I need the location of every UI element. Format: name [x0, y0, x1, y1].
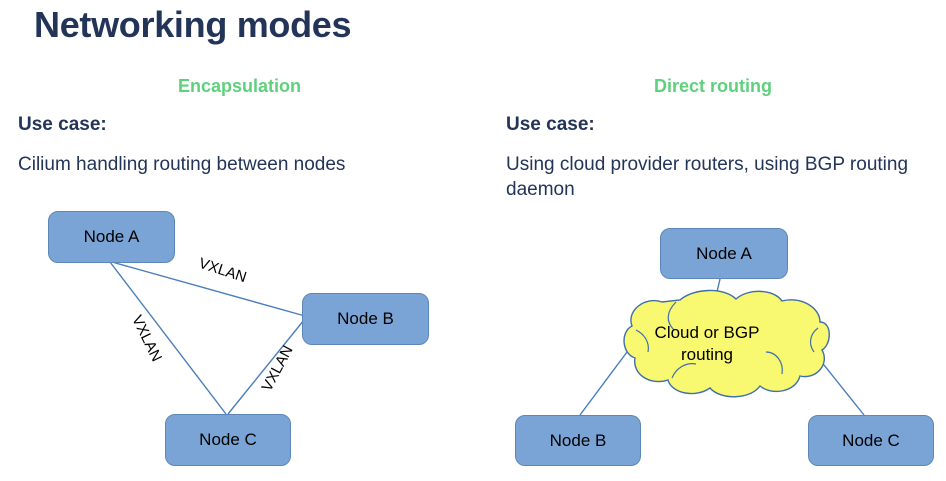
- edge-node-b-cloud: [579, 347, 631, 416]
- page-title: Networking modes: [34, 4, 352, 45]
- cloud-label-line1: Cloud or BGP: [654, 323, 760, 342]
- node-label: Node A: [83, 227, 140, 246]
- node-box-b-direct[interactable]: Node B: [515, 415, 641, 466]
- edge-node-b-node-c: [227, 319, 305, 415]
- node-label: Node B: [549, 430, 607, 450]
- usecase-label-right: Use case:: [506, 114, 595, 135]
- cloud-label: Cloud or BGP routing: [630, 322, 784, 366]
- cloud-shape: [623, 289, 830, 398]
- node-box-a-encapsulation[interactable]: Node A: [48, 211, 175, 263]
- node-box-c-encapsulation[interactable]: Node C: [165, 414, 291, 466]
- column-heading-encapsulation: Encapsulation: [178, 76, 302, 96]
- node-label: Node B: [337, 309, 394, 328]
- node-box-a-direct[interactable]: Node A: [660, 228, 788, 279]
- usecase-text-left: Cilium handling routing between nodes: [18, 154, 346, 175]
- node-label: Node C: [199, 430, 257, 449]
- column-heading-direct-routing: Direct routing: [654, 76, 773, 96]
- node-box-b-encapsulation[interactable]: Node B: [302, 293, 429, 345]
- node-box-c-direct[interactable]: Node C: [808, 415, 934, 466]
- cloud-label-line2: routing: [681, 345, 733, 364]
- diagram-direct-routing: Cloud or BGP routing Node A Node B Node …: [480, 0, 946, 481]
- encapsulation-edges-svg: [109, 261, 306, 415]
- direct-routing-svg: [579, 278, 865, 416]
- usecase-label-left: Use case:: [18, 114, 107, 135]
- edge-node-a-node-c: [109, 261, 227, 415]
- usecase-text-right: Using cloud provider routers, using BGP …: [506, 154, 909, 200]
- diagram-encapsulation: Node A Node B Node C VXLAN VXLAN VXLAN: [48, 211, 429, 466]
- node-label: Node C: [842, 430, 900, 450]
- node-label: Node A: [696, 243, 752, 263]
- edge-node-a-node-b: [111, 261, 306, 317]
